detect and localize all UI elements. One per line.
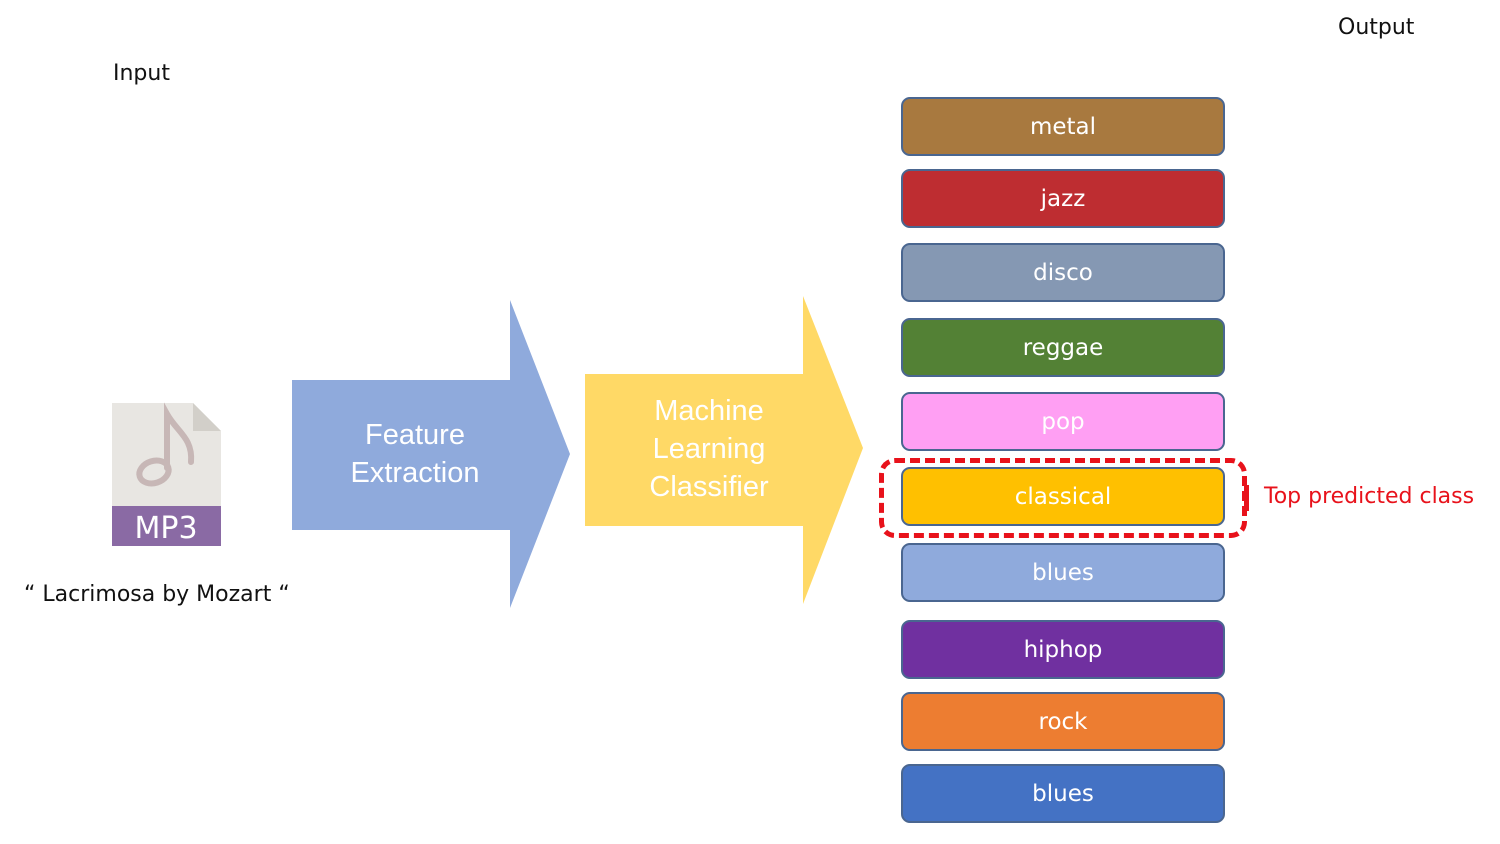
genre-box-blues: blues [901, 543, 1225, 602]
genre-label: disco [1033, 259, 1093, 286]
output-label: Output [1338, 15, 1415, 40]
genre-box-jazz: jazz [901, 169, 1225, 228]
genre-box-metal: metal [901, 97, 1225, 156]
mp3-badge-text: MP3 [134, 511, 197, 546]
genre-label: reggae [1022, 334, 1104, 361]
genre-label: metal [1029, 113, 1097, 140]
top-prediction-label: Top predicted class [1264, 484, 1475, 509]
genre-label: jazz [1040, 185, 1086, 212]
genre-label: blues [1032, 559, 1094, 586]
genre-box-blues-2: blues [901, 764, 1225, 823]
highlight-marker [1244, 485, 1249, 511]
genre-label: rock [1038, 708, 1088, 735]
genre-label: blues [1032, 780, 1094, 807]
genre-label: pop [1041, 408, 1085, 435]
genre-box-reggae: reggae [901, 318, 1225, 377]
top-prediction-highlight [879, 458, 1247, 538]
genre-box-rock: rock [901, 692, 1225, 751]
genre-label: hiphop [1023, 636, 1103, 663]
mp3-file-icon: MP3 [112, 402, 221, 546]
genre-label: classical [1014, 483, 1112, 510]
classifier-arrow [585, 296, 863, 604]
feature-extraction-arrow [292, 300, 570, 608]
feature-extraction-label: Feature Extraction [350, 419, 480, 489]
genre-box-hiphop: hiphop [901, 620, 1225, 679]
classifier-label: Machine Learning Classifier [649, 395, 769, 503]
genre-box-classical: classical [901, 467, 1225, 526]
genre-box-pop: pop [901, 392, 1225, 451]
mp3-badge [112, 506, 221, 546]
input-label: Input [113, 61, 170, 86]
music-note-icon [136, 402, 195, 487]
file-corner-fold [193, 403, 221, 431]
file-caption: “ Lacrimosa by Mozart “ [24, 582, 290, 607]
genre-box-disco: disco [901, 243, 1225, 302]
